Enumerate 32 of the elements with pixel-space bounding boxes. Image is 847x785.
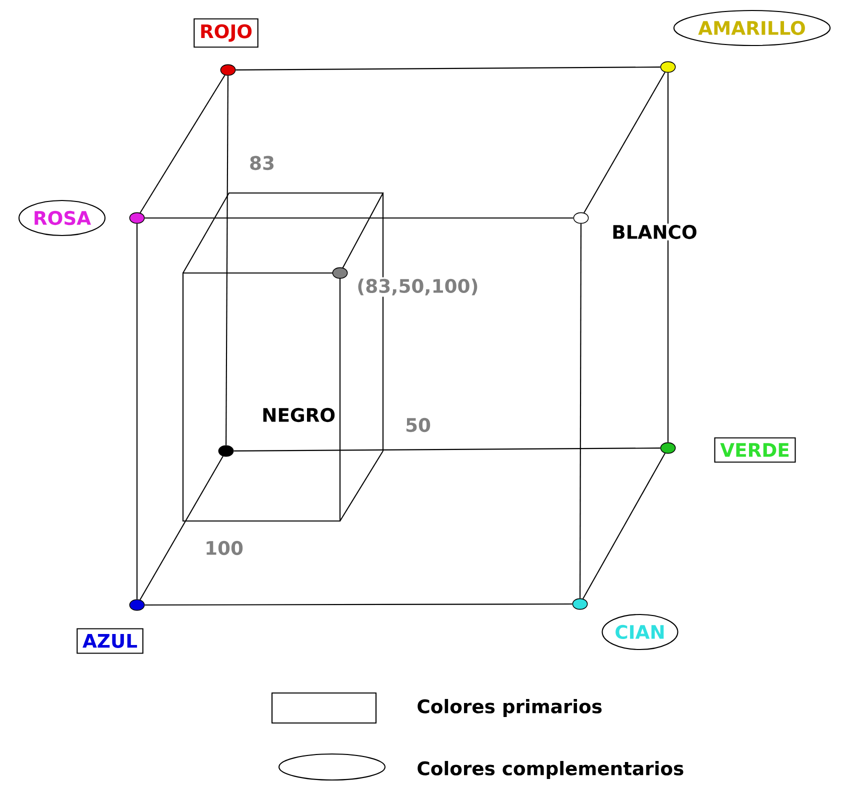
label-box: ROJO (194, 18, 258, 48)
cube-edge (226, 76, 228, 446)
cube-edge (579, 224, 582, 598)
cube-edge (234, 448, 660, 452)
vertex-dot (573, 212, 589, 224)
legend-text: Colores complementarios (418, 760, 684, 780)
axis-value: 83 (250, 156, 274, 170)
vertex-dot (660, 61, 676, 73)
cube-edge (140, 456, 224, 600)
cube-edge (582, 453, 666, 599)
cube-edge (667, 72, 669, 442)
cube-edge (144, 217, 574, 219)
vertex-label: BLANCO (610, 224, 699, 240)
vertex-dot (332, 267, 348, 279)
cube-edge (136, 224, 138, 600)
cube-edge (236, 66, 660, 70)
cube-edge (140, 74, 226, 214)
legend-text: Colores primarios (418, 698, 602, 718)
axis-value: 50 (406, 418, 430, 432)
cube-edge (144, 603, 572, 606)
label-box: VERDE (714, 437, 796, 463)
vertex-dot (129, 599, 145, 611)
vertex-label: NEGRO (260, 406, 337, 424)
label-box: AZUL (76, 628, 144, 654)
vertex-dot (572, 598, 588, 610)
vertex-dot (220, 64, 236, 76)
vertex-dot (218, 445, 234, 457)
cube-edge (584, 72, 666, 213)
vertex-dot (660, 442, 676, 454)
vertex-dot (129, 212, 145, 224)
axis-value: 100 (206, 540, 243, 556)
vertex-label: (83,50,100) (355, 277, 480, 297)
